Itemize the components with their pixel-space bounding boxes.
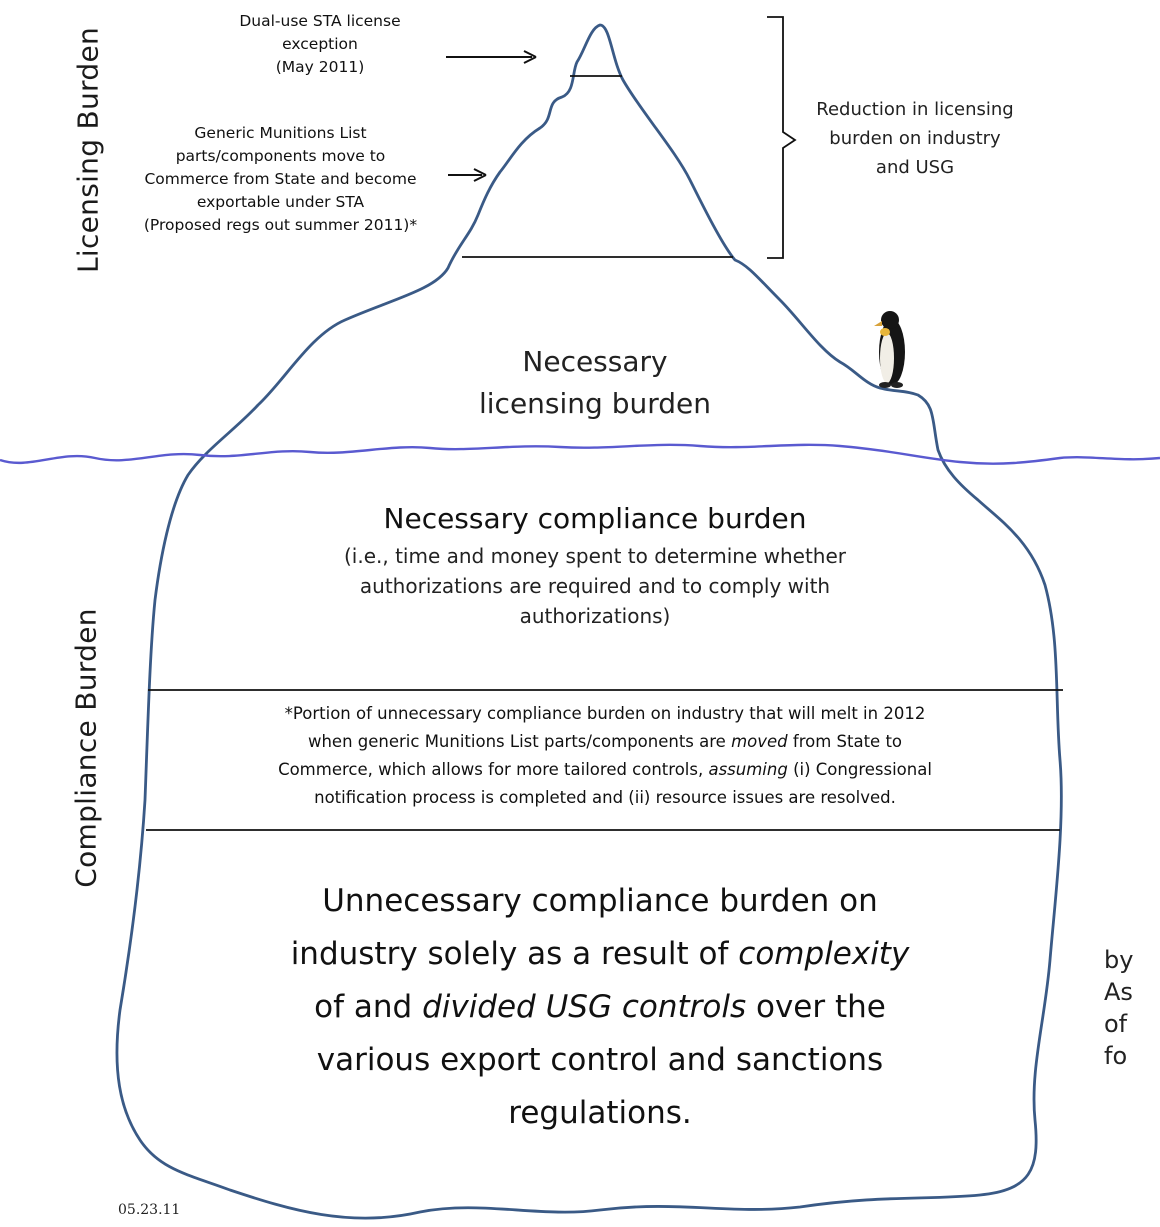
annotation-line: exception <box>282 35 358 53</box>
annotation-line: (Proposed regs out summer 2011)* <box>143 216 418 234</box>
necessary-compliance-desc: (i.e., time and money spent to determine… <box>200 541 990 631</box>
compliance-burden-label: Compliance Burden <box>69 608 103 888</box>
penguin-illustration <box>874 311 905 388</box>
cut-off-line: As <box>1104 978 1133 1006</box>
necessary-compliance-title: Necessary compliance burden <box>383 502 807 535</box>
note-line: Commerce, which allows for more tailored… <box>278 760 932 779</box>
necessary-licensing-line: licensing burden <box>479 387 711 420</box>
annotation-line: exportable under STA <box>196 193 365 211</box>
note-line: when generic Munitions List parts/compon… <box>307 732 903 751</box>
sta-exception-annotation: Dual-use STA license exception (May 2011… <box>195 10 445 79</box>
licensing-burden-label: Licensing Burden <box>71 26 105 274</box>
necessary-licensing-label: Necessary licensing burden <box>430 341 760 425</box>
necessary-compliance-section: Necessary compliance burden (i.e., time … <box>200 497 990 631</box>
unnecessary-line: regulations. <box>508 1095 692 1131</box>
reduction-line: burden on industry <box>829 128 1001 149</box>
iceberg-outline <box>115 23 1063 1220</box>
desc-line: (i.e., time and money spent to determine… <box>343 544 847 568</box>
munitions-annotation: Generic Munitions List parts/components … <box>108 122 453 237</box>
cut-off-line: of <box>1104 1010 1128 1038</box>
annotation-line: Generic Munitions List <box>194 124 367 142</box>
reduction-line: and USG <box>875 157 955 178</box>
date-stamp: 05.23.11 <box>118 1202 181 1218</box>
note-line: *Portion of unnecessary compliance burde… <box>284 704 926 723</box>
annotation-line: parts/components move to <box>175 147 386 165</box>
unnecessary-line: industry solely as a result of complexit… <box>290 936 910 972</box>
arrow-munitions-head <box>473 168 487 182</box>
desc-line: authorizations are required and to compl… <box>359 574 831 598</box>
unnecessary-compliance-section: Unnecessary compliance burden on industr… <box>170 875 1030 1140</box>
cut-off-line: by <box>1104 946 1134 974</box>
arrow-sta-head <box>523 50 537 64</box>
note-line: notification process is completed and (i… <box>314 788 896 807</box>
annotation-line: Commerce from State and become <box>144 170 417 188</box>
reduction-label: Reduction in licensing burden on industr… <box>795 95 1035 182</box>
annotation-line: Dual-use STA license <box>239 12 401 30</box>
desc-line: authorizations) <box>519 604 671 628</box>
unnecessary-line: Unnecessary compliance burden on <box>322 883 878 919</box>
portion-note: *Portion of unnecessary compliance burde… <box>160 700 1050 812</box>
unnecessary-line: of and divided USG controls over the <box>314 989 886 1025</box>
reduction-line: Reduction in licensing <box>816 99 1014 120</box>
necessary-licensing-line: Necessary <box>522 345 668 378</box>
annotation-line: (May 2011) <box>275 58 365 76</box>
cut-off-line: fo <box>1104 1042 1128 1070</box>
reduction-bracket <box>767 16 797 259</box>
unnecessary-line: various export control and sanctions <box>316 1042 884 1078</box>
cut-off-text: by As of fo <box>1104 944 1133 1072</box>
water-line <box>0 443 1160 465</box>
